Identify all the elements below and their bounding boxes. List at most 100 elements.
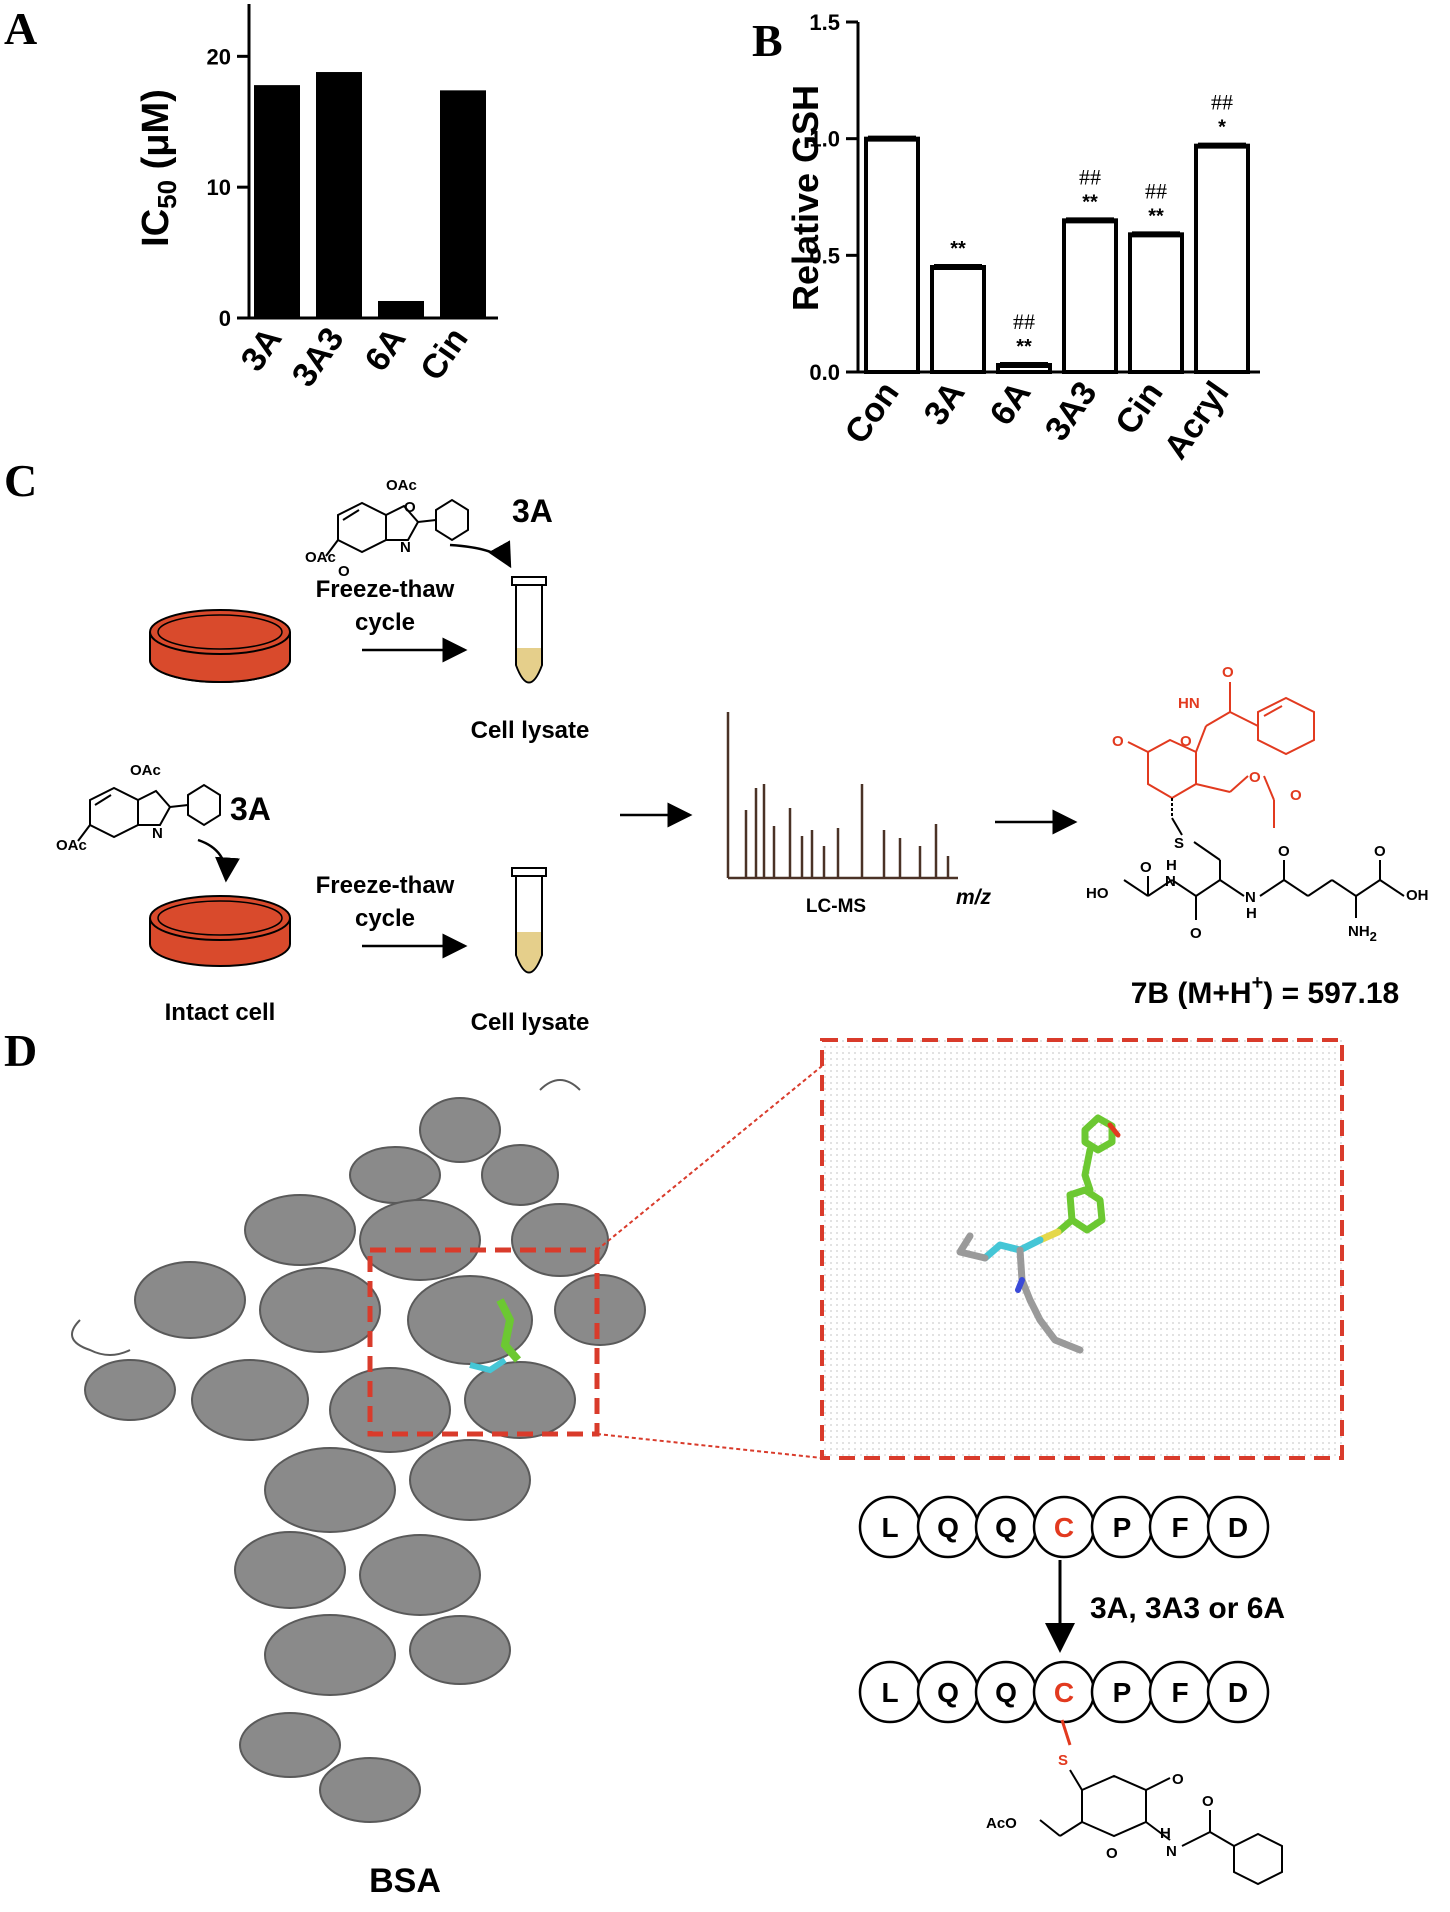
chart-a-ytick-label: 20 (207, 44, 231, 69)
lcms-label: LC-MS (806, 896, 866, 917)
chem-n-top: N (400, 539, 411, 556)
chem-oac2-top: OAc (305, 549, 336, 566)
zoom-connector-top (596, 1065, 823, 1251)
chem-n-adduct: N (1166, 1843, 1177, 1860)
freeze-thaw-label-bottom: Freeze-thaw (316, 872, 455, 899)
zoom-connector-bottom (596, 1433, 823, 1459)
residue-letter-d: D (1228, 1512, 1248, 1543)
chart-b-significance-hash: ## (1211, 90, 1233, 115)
residue-letter-l: L (881, 1512, 898, 1543)
chem-h-adduct: H (1160, 1825, 1171, 1842)
chart-a-category-label: 6A (357, 321, 413, 378)
chem-oh: OH (1406, 887, 1429, 904)
cycle-label-bottom: cycle (355, 905, 415, 932)
chem-o-acid: O (1374, 843, 1386, 860)
chem-hn-red: HN (1178, 695, 1200, 712)
chart-b-significance-stars: ** (1016, 336, 1032, 358)
freeze-thaw-label-top: Freeze-thaw (316, 576, 455, 603)
residue-letter-q: Q (937, 1677, 959, 1708)
chem-o-ketone-red: O (1112, 733, 1124, 750)
chart-b-category-label: Cin (1108, 375, 1171, 442)
ligand-in-pocket (469, 1298, 522, 1374)
zoom-ligand-model (956, 1114, 1121, 1354)
chem-n-bottom: N (152, 825, 163, 842)
chem-o-acetyl-red: O (1290, 787, 1302, 804)
chem-aco-adduct: AcO (986, 1815, 1017, 1832)
intact-cell-label: Intact cell (165, 999, 276, 1026)
product-mass-label: 7B (M+H+) = 597.18 (1131, 972, 1399, 1010)
chart-b-bar-3a (930, 265, 986, 374)
chart-a-bar-cin (440, 90, 486, 318)
chart-b-ytick-label: 0.5 (809, 243, 840, 268)
chart-b-category-label: 6A (982, 375, 1038, 432)
culture-dish-bottom (149, 895, 291, 967)
chart-b-significance-stars: * (1218, 117, 1226, 139)
chem-oac2-bottom: OAc (56, 837, 87, 854)
chem-o-gly: O (1140, 859, 1152, 876)
arrow-compound-to-cell (197, 838, 240, 883)
compound-label-bottom: 3A (230, 791, 271, 827)
chart-b-bar-acryl (1194, 143, 1250, 374)
residue-letter-l: L (881, 1677, 898, 1708)
cell-lysate-label-bottom: Cell lysate (471, 1009, 590, 1036)
chart-a-ytick-label: 0 (219, 306, 231, 331)
zoom-inset-border (820, 1038, 1344, 1460)
chart-b-significance-stars: ** (1082, 191, 1098, 213)
chart-a-bar-3a3 (316, 72, 362, 319)
chart-a-category-label: 3A3 (285, 321, 352, 394)
chem-ho: HO (1086, 885, 1109, 902)
panel-letter-a: A (4, 3, 37, 54)
residue-letter-d: D (1228, 1677, 1248, 1708)
bsa-label: BSA (369, 1862, 441, 1900)
chem-n-glu: N (1245, 889, 1256, 906)
chem-o-glu: O (1278, 843, 1290, 860)
chem-o-ketone-adduct: O (1172, 1771, 1184, 1788)
chem-o-cys: O (1190, 925, 1202, 942)
residue-letter-f: F (1171, 1512, 1188, 1543)
chart-a-ytick-label: 10 (207, 175, 231, 200)
chem-s-adduct: S (1058, 1752, 1068, 1769)
chem-oac-bottom: OAc (130, 762, 161, 779)
chem-o-ring-red: O (1180, 733, 1192, 750)
chart-b-category-label: Acryl (1157, 375, 1237, 466)
chem-h-glu: H (1246, 905, 1257, 922)
product-7b-adduct-portion (1127, 682, 1315, 828)
residue-circle (1206, 1495, 1270, 1559)
chart-a-category-label: 3A (233, 321, 289, 378)
chart-b-significance-stars: ** (1148, 205, 1164, 227)
chart-b-bar-con (864, 136, 920, 374)
chart-a-bar-3a (254, 85, 300, 318)
chem-oac-top: OAc (386, 477, 417, 494)
chart-b-bar-3a3 (1062, 218, 1118, 374)
chem-o-ring-adduct: O (1106, 1845, 1118, 1862)
product-7b-gsh-portion (1123, 798, 1405, 920)
chart-b-significance-hash: ## (1079, 164, 1101, 189)
chart-b-category-label: 3A3 (1038, 375, 1105, 448)
cell-lysate-label-top: Cell lysate (471, 717, 590, 744)
arrow-compound-to-lysate (449, 540, 512, 569)
panel-letter-c: C (4, 455, 37, 506)
compound-label-top: 3A (512, 493, 553, 529)
chem-n-gly: N (1165, 873, 1176, 890)
cycle-label-top: cycle (355, 609, 415, 636)
reaction-label: 3A, 3A3 or 6A (1090, 1592, 1285, 1625)
residue-letter-c: C (1054, 1677, 1074, 1708)
residue-letter-q: Q (937, 1512, 959, 1543)
chart-a-ylabel: IC50 (μM) (135, 89, 182, 247)
compound-3a-structure-bottom (77, 783, 221, 842)
residue-letter-f: F (1171, 1677, 1188, 1708)
chart-b-ytick-label: 0.0 (809, 360, 840, 385)
residue-letter-q: Q (995, 1512, 1017, 1543)
tube-bottom (511, 867, 547, 974)
panel-letter-b: B (752, 15, 783, 66)
chart-a-category-label: Cin (413, 321, 476, 388)
chem-o-ester-red: O (1249, 769, 1261, 786)
residue-letter-p: P (1113, 1512, 1132, 1543)
lcms-spectrum (726, 712, 958, 880)
panel-c-scheme: OAc O N O OAc 3A Freeze-thaw cycle Cell … (56, 477, 1429, 1036)
